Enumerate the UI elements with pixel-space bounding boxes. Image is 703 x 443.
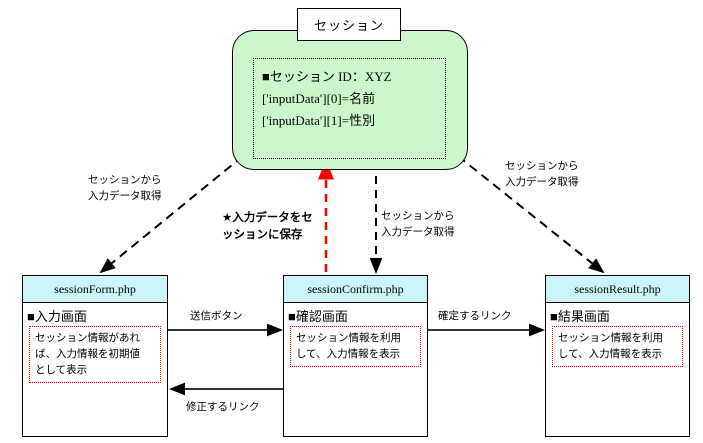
edge-label-confirm-link: 確定するリンク (438, 310, 512, 322)
page-filename-session-result: sessionResult.php (546, 276, 689, 303)
session-inputdata-1-line: ['inputData'][1]=性別 (262, 113, 376, 128)
session-title-label: セッション (297, 8, 401, 41)
page-note-line: セッション情報を利用 (296, 332, 401, 344)
page-subtitle-session-result: ■結果画面 (550, 309, 610, 324)
session-contents-box: ■セッション ID：XYZ ['inputData'][0]=名前 ['inpu… (253, 58, 446, 159)
edge-label-fix-link: 修正するリンク (186, 401, 260, 413)
edge-label-line: セッションから (381, 210, 455, 222)
edge-label-line: セッションから (88, 174, 162, 186)
edge-label-line: ッションに保存 (222, 229, 303, 241)
edge-label-session-to-form: セッションから 入力データ取得 (88, 172, 162, 204)
page-note-session-form: セッション情報があれ ば、入力情報を初期値 として表示 (29, 326, 161, 383)
edge-label-line: 入力データ取得 (505, 176, 579, 188)
page-note-line: セッション情報を利用 (558, 332, 663, 344)
session-id-line: ■セッション ID：XYZ (262, 69, 392, 84)
page-box-session-confirm[interactable]: sessionConfirm.php ■確認画面 セッション情報を利用 して、入… (283, 275, 428, 437)
page-note-session-result: セッション情報を利用 して、入力情報を表示 (552, 326, 683, 367)
page-filename-session-confirm: sessionConfirm.php (284, 276, 427, 303)
edge-label-session-to-confirm: セッションから 入力データ取得 (381, 208, 455, 240)
page-box-session-form[interactable]: sessionForm.php ■入力画面 セッション情報があれ ば、入力情報を… (22, 275, 168, 437)
page-note-line: して、入力情報を表示 (558, 348, 663, 360)
page-note-line: として表示 (35, 364, 88, 376)
edge-session-to-result (457, 155, 605, 274)
page-subtitle-session-confirm: ■確認画面 (288, 309, 348, 324)
edge-label-save-to-session: ★入力データをセ ッションに保存 (222, 210, 313, 244)
edge-label-line: ★入力データをセ (222, 212, 313, 224)
edge-label-line: 入力データ取得 (381, 226, 455, 238)
page-filename-session-form: sessionForm.php (23, 276, 167, 303)
page-note-line: して、入力情報を表示 (296, 348, 401, 360)
edge-label-line: 入力データ取得 (88, 190, 162, 202)
page-note-line: セッション情報があれ (35, 332, 140, 344)
page-note-line: ば、入力情報を初期値 (35, 348, 140, 360)
edge-session-to-form (99, 155, 244, 274)
session-container (232, 30, 468, 170)
session-inputdata-0-line: ['inputData'][0]=名前 (262, 91, 376, 106)
page-note-session-confirm: セッション情報を利用 して、入力情報を表示 (290, 326, 421, 367)
edge-label-line: セッションから (505, 160, 579, 172)
page-box-session-result[interactable]: sessionResult.php ■結果画面 セッション情報を利用 して、入力… (545, 275, 690, 437)
edge-label-session-to-result: セッションから 入力データ取得 (505, 158, 579, 190)
edge-label-submit-button: 送信ボタン (190, 310, 243, 322)
page-subtitle-session-form: ■入力画面 (27, 309, 87, 324)
